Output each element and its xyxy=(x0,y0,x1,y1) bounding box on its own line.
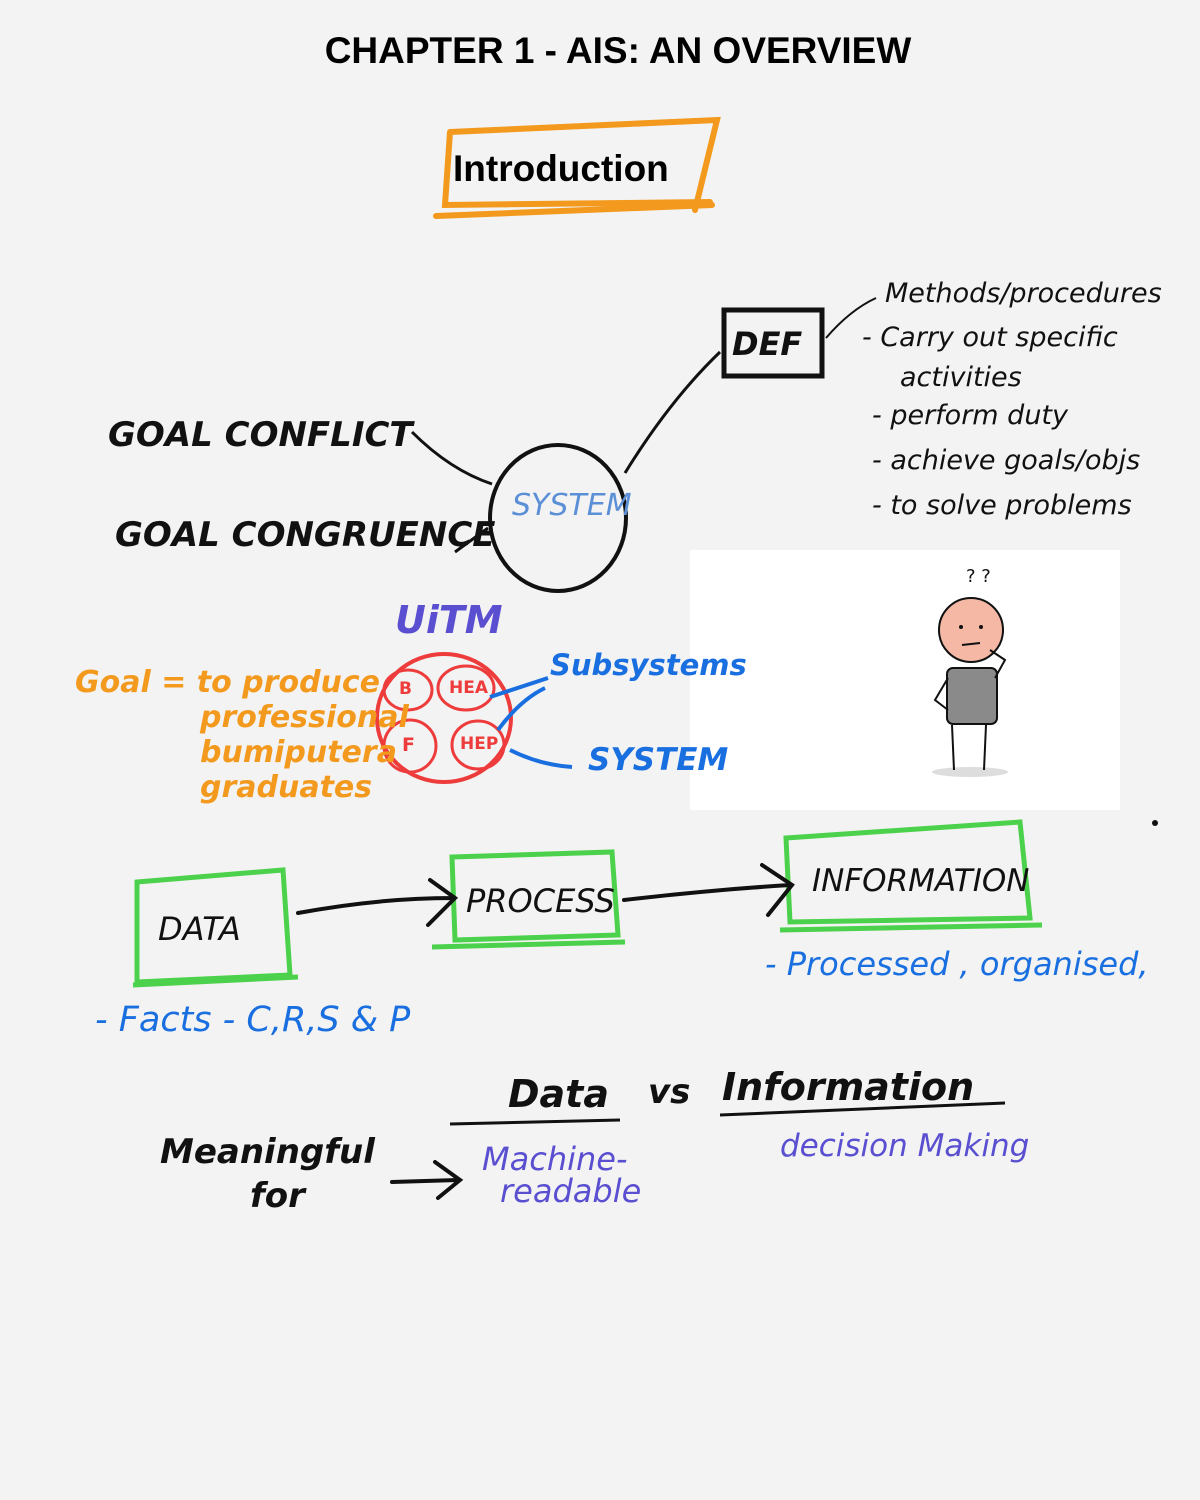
data-box xyxy=(132,867,299,988)
definition-line: activities xyxy=(900,362,1022,393)
system-circle xyxy=(488,443,628,593)
subsystem-b-circle xyxy=(382,668,434,712)
row-label-meaningful: Meaningful xyxy=(160,1132,375,1172)
def-label: DEF xyxy=(732,325,803,363)
data-underline xyxy=(449,1118,621,1126)
subsystem-b: B xyxy=(399,679,412,699)
flow-step-process: PROCESS xyxy=(466,882,615,920)
data-value-readable: readable xyxy=(500,1172,642,1210)
section-heading: Introduction xyxy=(453,148,669,189)
definition-line: - achieve goals/objs xyxy=(872,445,1141,476)
definition-line: - perform duty xyxy=(872,400,1069,431)
information-underline xyxy=(719,1101,1006,1117)
def-list-connector xyxy=(825,297,877,339)
comparison-heading-information: Information xyxy=(722,1065,975,1109)
definition-line: - to solve problems xyxy=(872,490,1132,521)
row-label-for: for xyxy=(250,1176,305,1216)
process-box xyxy=(431,849,626,950)
data-value-machine: Machine- xyxy=(482,1140,628,1178)
comparison-heading-data: Data xyxy=(508,1072,609,1116)
process-information-arrow xyxy=(622,863,795,917)
flow-step-data: DATA xyxy=(158,910,241,948)
data-process-arrow xyxy=(296,878,459,927)
person-icon xyxy=(932,597,1008,777)
information-value: decision Making xyxy=(780,1128,1030,1164)
subsystems-label: Subsystems xyxy=(550,648,747,682)
subsystem-f: F xyxy=(402,734,415,756)
flow-step-information: INFORMATION xyxy=(812,863,1030,899)
goal-line: bumiputera xyxy=(200,735,397,770)
goal-line: professional xyxy=(200,700,409,735)
subsystem-hep: HEP xyxy=(460,734,499,754)
thinking-person-illustration: ? ? xyxy=(690,550,1120,810)
system-label: SYSTEM xyxy=(512,488,632,523)
system-connector xyxy=(509,748,573,769)
uitm-system-label: SYSTEM xyxy=(588,742,729,778)
def-box xyxy=(721,307,825,379)
subsystem-f-circle xyxy=(382,718,438,774)
comparison-heading-vs: vs xyxy=(648,1072,691,1112)
definition-line: - Carry out specific xyxy=(862,322,1118,353)
subsystem-hea: HEA xyxy=(449,678,488,698)
uitm-system-circle xyxy=(375,652,513,784)
subsystem-hep-circle xyxy=(450,719,506,771)
introduction-box xyxy=(433,116,721,219)
system-def-connector xyxy=(623,350,722,474)
subsystem-hea-circle xyxy=(436,664,496,712)
goal-congruence-connector xyxy=(454,526,489,554)
question-marks: ? ? xyxy=(966,566,991,587)
data-note: - Facts - C,R,S & P xyxy=(95,1000,411,1040)
goal-congruence-label: GOAL CONGRUENCE xyxy=(115,515,496,555)
goal-line: graduates xyxy=(200,770,373,805)
page-title: CHAPTER 1 - AIS: AN OVERVIEW xyxy=(324,30,912,71)
goal-conflict-connector xyxy=(410,430,493,486)
subsystems-connector xyxy=(489,676,549,732)
definition-line: Methods/procedures xyxy=(885,278,1162,309)
stray-dot xyxy=(1152,820,1158,826)
goal-line: Goal = to produce xyxy=(75,665,381,700)
goal-conflict-label: GOAL CONFLICT xyxy=(108,415,413,455)
information-box xyxy=(779,819,1043,933)
information-note: - Processed , organised, xyxy=(765,945,1149,983)
uitm-label: UiTM xyxy=(395,598,503,642)
meaningful-arrow xyxy=(390,1160,464,1200)
